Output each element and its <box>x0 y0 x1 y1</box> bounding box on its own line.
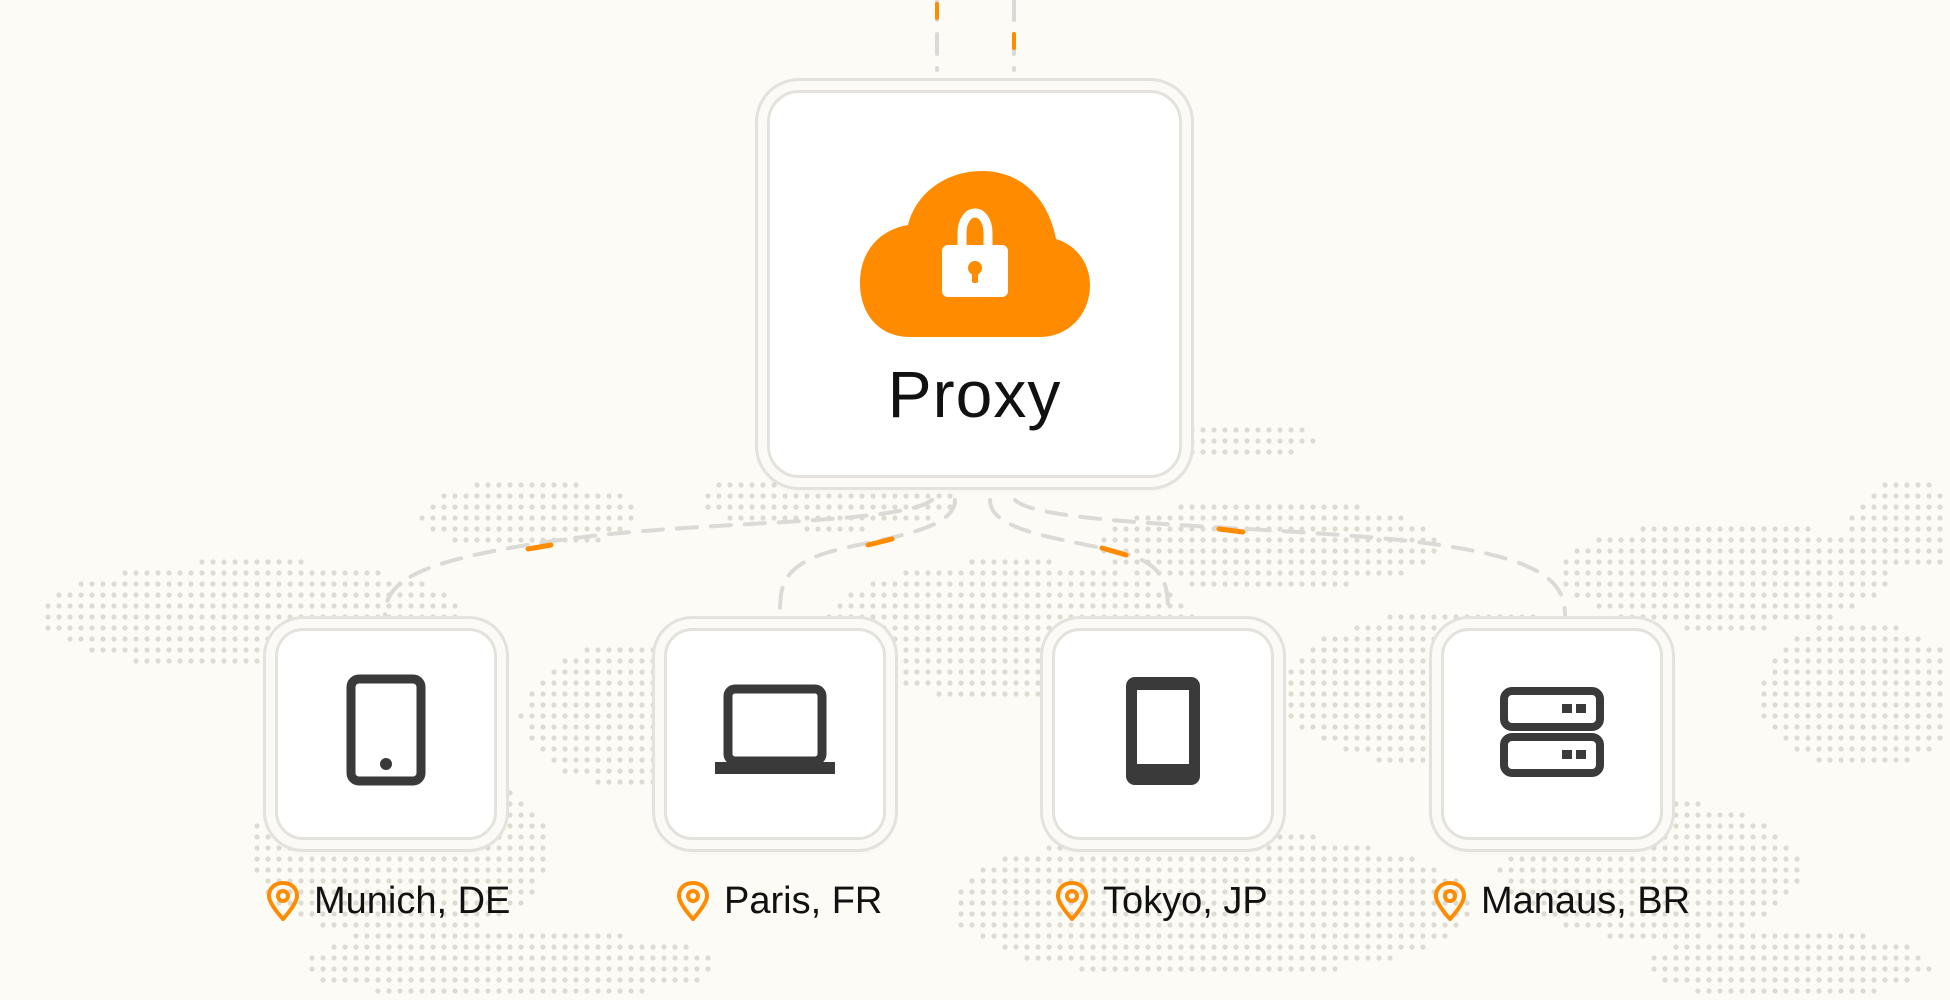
tablet-icon <box>1126 677 1200 785</box>
location-pin-icon <box>1056 881 1088 921</box>
laptop-icon <box>715 684 835 774</box>
connector-paris <box>778 498 957 617</box>
location-tokyo: Tokyo, JP <box>1055 878 1268 924</box>
location-pin-icon <box>1434 881 1466 921</box>
connector-munich <box>383 498 934 617</box>
location-pin-icon <box>677 881 709 921</box>
proxy-node[interactable]: Proxy <box>767 90 1182 478</box>
location-label: Tokyo, JP <box>1103 879 1268 922</box>
location-manaus: Manaus, BR <box>1433 878 1690 924</box>
device-node-paris[interactable] <box>664 628 886 840</box>
accent-dash-munich <box>525 542 554 552</box>
accent-dash-paris <box>865 536 895 548</box>
location-label: Paris, FR <box>724 879 883 922</box>
location-paris: Paris, FR <box>676 878 882 924</box>
proxy-label: Proxy <box>887 357 1062 431</box>
location-pin-icon <box>267 881 299 921</box>
cloud-lock-icon <box>859 171 1090 337</box>
device-node-munich[interactable] <box>275 628 497 840</box>
server-icon <box>1500 687 1604 777</box>
location-munich: Munich, DE <box>266 878 510 924</box>
location-label: Munich, DE <box>314 879 511 922</box>
accent-dash-tokyo <box>1099 545 1129 558</box>
device-node-manaus[interactable] <box>1441 628 1663 840</box>
device-node-tokyo[interactable] <box>1052 628 1274 840</box>
accent-dash-manaus <box>1216 526 1246 535</box>
smartphone-icon <box>346 674 426 786</box>
connector-manaus <box>1013 498 1567 617</box>
location-label: Manaus, BR <box>1481 879 1691 922</box>
